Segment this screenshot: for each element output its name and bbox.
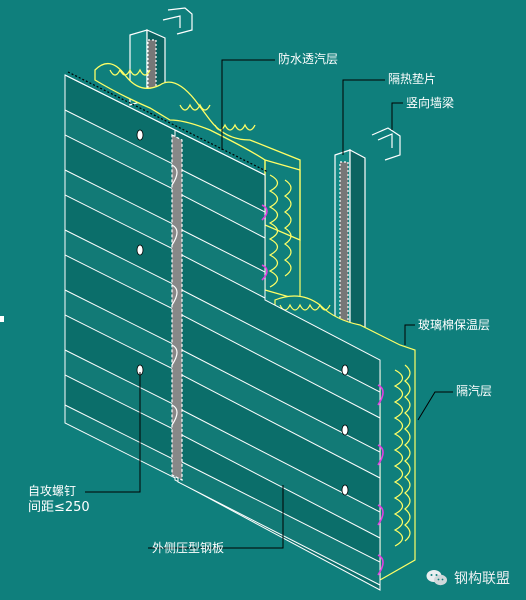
watermark: 钢构联盟 bbox=[426, 568, 510, 588]
watermark-text: 钢构联盟 bbox=[454, 571, 510, 587]
label-outer-profiled-steel-sheet: 外侧压型钢板 bbox=[152, 541, 225, 555]
sheet-top-edge bbox=[64, 71, 269, 176]
label-glass-wool-insulation: 玻璃棉保温层 bbox=[418, 318, 491, 332]
vapor-barrier-lines bbox=[261, 204, 384, 576]
sheet-seam bbox=[171, 134, 183, 481]
label-vapor-barrier: 隔汽层 bbox=[456, 384, 493, 398]
label-self-tapping-screw: 自攻螺钉 bbox=[28, 484, 77, 498]
right-purlin bbox=[334, 127, 401, 333]
sheet-ribs bbox=[64, 109, 381, 586]
wechat-icon bbox=[426, 570, 447, 586]
insulation-top bbox=[94, 63, 301, 241]
label-waterproof-breathable-layer: 防水透汽层 bbox=[278, 52, 339, 66]
label-vertical-wall-purlin: 竖向墙梁 bbox=[406, 96, 455, 110]
leader-lines bbox=[85, 59, 453, 549]
label-screw-spacing: 间距≤250 bbox=[28, 500, 90, 515]
screws bbox=[136, 129, 349, 496]
edge-tick bbox=[0, 316, 4, 322]
label-thermal-break-pad: 隔热垫片 bbox=[388, 72, 437, 86]
